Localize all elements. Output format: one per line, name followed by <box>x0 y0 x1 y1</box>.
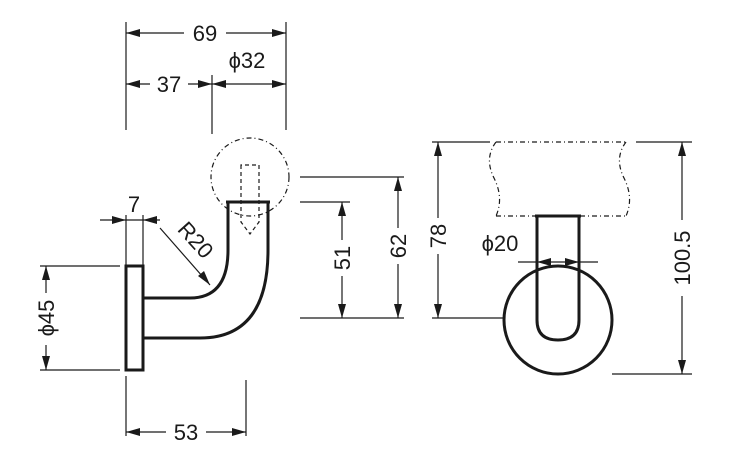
base-disc <box>502 264 614 376</box>
dim-overall-height: 100.5 <box>670 230 695 285</box>
wall-plate <box>124 264 145 372</box>
side-view: 69 37 ϕ32 7 R20 ϕ45 5 <box>33 20 412 445</box>
dim-offset-37: 37 <box>157 72 181 97</box>
dim-base-diameter: ϕ45 <box>34 300 59 337</box>
dim-rail-diameter: ϕ32 <box>229 48 266 73</box>
arm-outer-profile <box>143 202 230 300</box>
dim-overall-width: 69 <box>193 21 217 46</box>
arm-inner-profile <box>143 202 270 340</box>
dim-height-78: 78 <box>426 224 451 248</box>
dim-height-62: 62 <box>386 234 411 258</box>
rail-phantom <box>496 141 626 217</box>
dim-bend-radius: R20 <box>173 217 219 264</box>
dim-height-51: 51 <box>330 246 355 270</box>
dim-projection: 53 <box>174 420 198 445</box>
rail-break-left <box>488 141 501 217</box>
front-view: ϕ20 78 100.5 <box>424 141 696 376</box>
stem <box>535 216 581 342</box>
rail-section-phantom <box>210 137 290 217</box>
dim-arm-diameter: ϕ20 <box>482 231 519 256</box>
rail-break-right <box>618 141 631 217</box>
dim-bracket-thickness: 7 <box>128 192 140 217</box>
screw-hidden <box>240 164 260 235</box>
